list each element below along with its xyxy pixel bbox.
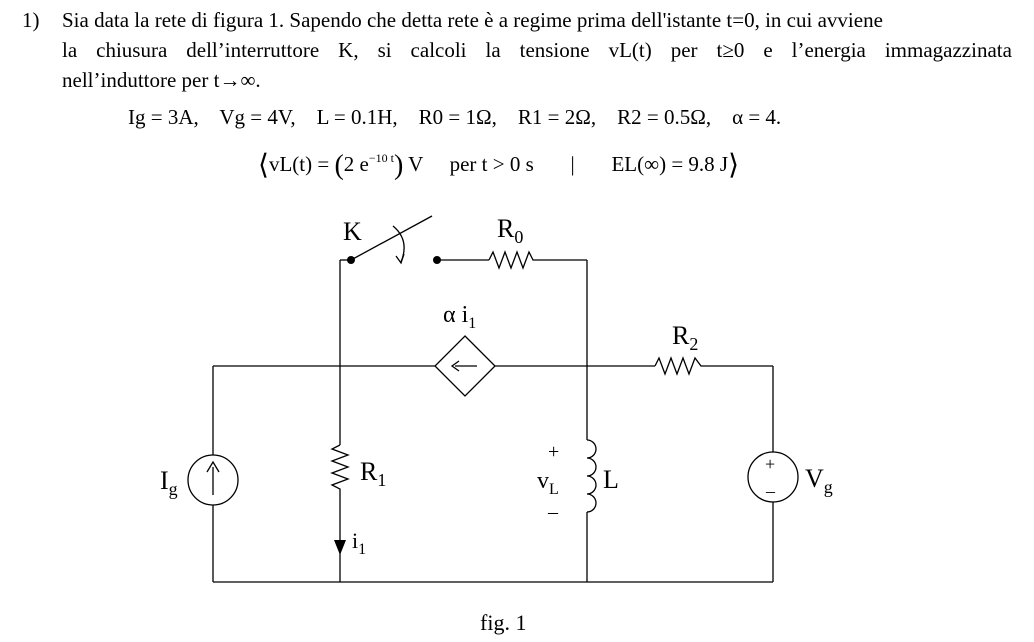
problem-text-line-3: nell’induttore per t→∞. [62, 68, 261, 92]
answer-energy: EL(∞) = 9.8 J [611, 152, 729, 176]
svg-text:R1: R1 [360, 457, 386, 490]
line2-word: calcoli [410, 38, 467, 62]
line2-word: K, [338, 38, 359, 62]
r2-label: R [672, 321, 690, 350]
line2-word: vL(t) [608, 38, 652, 62]
dep-source-label: α i [443, 302, 469, 328]
svg-text:R0: R0 [497, 214, 523, 247]
param-r1: R1 = 2Ω, [517, 105, 597, 129]
svg-text:i1: i1 [352, 528, 366, 558]
svg-text:R2: R2 [672, 321, 698, 354]
current-i1: i1 [334, 528, 366, 558]
ig-subscript: g [169, 479, 178, 499]
line2-word: l’energia [791, 38, 866, 62]
answer-vl-coef: 2 e [343, 152, 369, 176]
problem-text-line-1: Sia data la rete di figura 1. Sapendo ch… [62, 8, 883, 32]
answer-vl-unit: V [408, 152, 424, 176]
i1-label: i [352, 528, 358, 553]
line2-word: si [377, 38, 392, 62]
line2-word: chiusura [96, 38, 168, 62]
svg-text:vL: vL [537, 468, 559, 498]
inductor-label: L [603, 465, 619, 494]
answer-vl-lhs: vL(t) = [268, 152, 335, 176]
switch-k: K [340, 215, 441, 265]
vg-label: V [805, 464, 824, 493]
answer-separator: | [570, 152, 575, 176]
param-ig: Ig = 3A, [128, 105, 199, 129]
vl-minus: – [547, 501, 559, 523]
line2-word: e [763, 38, 773, 62]
inductor-l: L + vL – [537, 439, 619, 523]
vl-label: v [537, 468, 549, 494]
resistor-r2: R2 [654, 321, 705, 376]
ig-label: I [160, 466, 169, 495]
dependent-current-source: α i1 [434, 302, 496, 397]
i1-subscript: 1 [358, 541, 366, 558]
vl-subscript: L [549, 481, 559, 498]
param-alpha: α = 4. [732, 105, 782, 129]
r2-subscript: 2 [689, 334, 698, 354]
vg-plus: + [765, 454, 775, 474]
line2-word: dell’interruttore [186, 38, 320, 62]
vg-minus: – [765, 481, 776, 501]
current-source-ig: Ig [160, 454, 239, 506]
r0-label: R [497, 214, 515, 243]
line2-word: la [485, 38, 501, 62]
resistor-r1: R1 [330, 444, 386, 495]
param-r2: R2 = 0.5Ω, [617, 105, 712, 129]
answer-condition: per t > 0 s [449, 152, 534, 176]
problem-number: 1) [22, 8, 40, 32]
answer-line: ⟨vL(t) = (2 e−10 t) V per t > 0 s | EL(∞… [258, 150, 740, 181]
line2-word: immagazzinata [884, 38, 1012, 62]
switch-label: K [343, 217, 362, 246]
parameter-list: Ig = 3A, Vg = 4V, L = 0.1H, R0 = 1Ω, R1 … [128, 105, 781, 130]
param-l: L = 0.1H, [316, 105, 398, 129]
answer-vl-exp: −10 t [368, 151, 394, 165]
line2-word: tensione [519, 38, 590, 62]
param-r0: R0 = 1Ω, [418, 105, 497, 129]
svg-text:α i1: α i1 [443, 302, 476, 332]
dep-source-subscript: 1 [468, 315, 476, 332]
circuit-wires [212, 259, 774, 583]
param-vg: Vg = 4V, [219, 105, 296, 129]
svg-text:Vg: Vg [805, 464, 833, 497]
svg-text:Ig: Ig [160, 466, 178, 499]
line2-word: la [62, 38, 78, 62]
r0-subscript: 0 [514, 227, 523, 247]
r1-subscript: 1 [377, 470, 386, 490]
r1-label: R [360, 457, 378, 486]
resistor-r0: R0 [488, 214, 537, 270]
figure-caption: fig. 1 [480, 610, 526, 635]
line2-word: t≥0 [716, 38, 745, 62]
vg-subscript: g [824, 477, 833, 497]
problem-text-line-2: la chiusura dell’interruttore K, si calcoli la… [62, 38, 1012, 63]
line2-word: per [670, 38, 698, 62]
voltage-source-vg: + – Vg [747, 451, 833, 503]
vl-plus: + [548, 441, 559, 463]
